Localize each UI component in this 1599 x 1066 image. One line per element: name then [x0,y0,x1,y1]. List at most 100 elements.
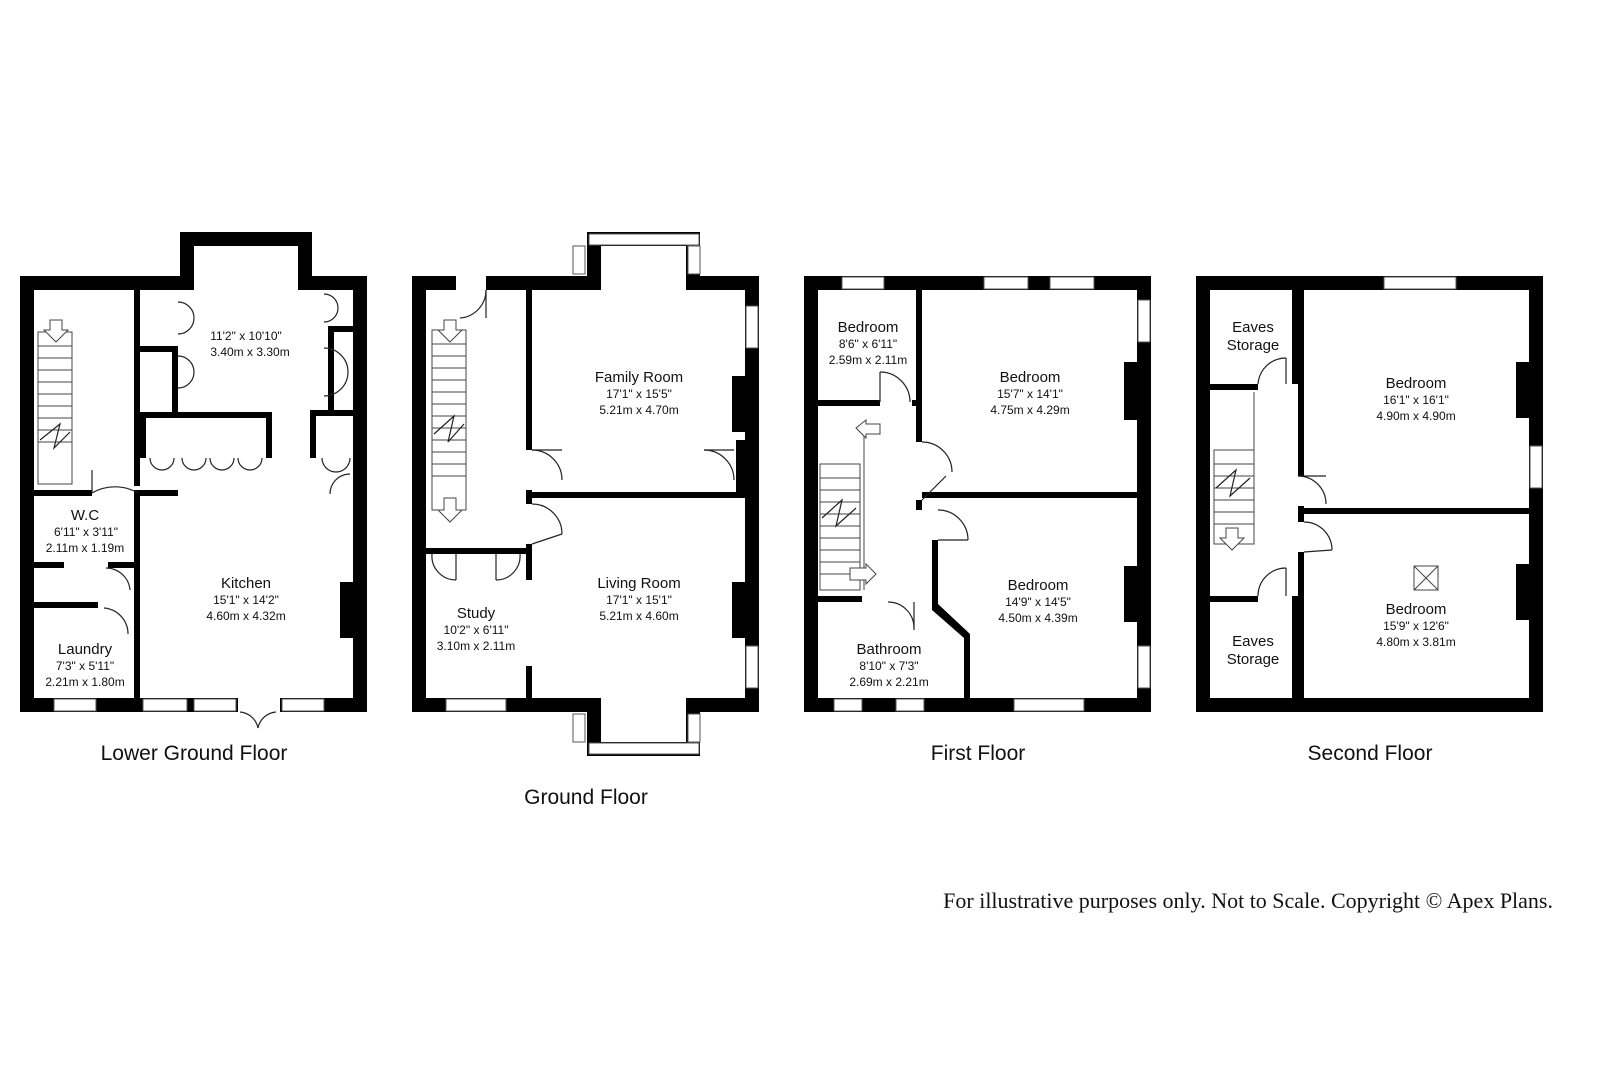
room-dimensions-metric: 4.60m x 4.32m [206,609,285,623]
room-dimensions-imperial: 17'1" x 15'1" [606,593,672,607]
f-window [983,276,1029,290]
room-name: Bedroom [1008,577,1069,594]
g-study-wall [526,666,532,698]
g-cupboard [736,440,745,492]
g-bay-window-side [572,713,586,743]
room-name: Study [457,605,496,622]
g-study-top-wall [426,548,526,554]
room-dimensions-metric: 5.21m x 4.70m [599,403,678,417]
g-hall-wall [526,290,532,450]
lg-pantry-wall-2 [172,352,178,412]
floor-title: Lower Ground Floor [101,742,288,765]
lg-wc-wall [34,562,64,568]
room-dimensions-imperial: 15'9" x 12'6" [1383,619,1449,633]
floor-labels: Lower Ground Floor Ground Floor First Fl… [101,742,1433,809]
lg-cupboard-wall-3 [310,410,353,416]
g-window [745,645,759,689]
lg-utility-wall-3 [266,418,272,458]
lg-chimney-breast [340,582,353,638]
g-hall-wall-2 [526,490,532,504]
g-chimney [732,582,745,638]
lg-window [142,698,188,712]
room-dimensions-imperial: 8'10" x 7'3" [859,659,918,673]
floor-title: Ground Floor [524,786,648,809]
s-eaves-wall-2 [1210,596,1258,602]
s-hall-wall-3 [1298,506,1304,522]
lg-stair-wall [134,290,140,486]
lg-laundry-wall [34,602,98,608]
copyright-disclaimer: For illustrative purposes only. Not to S… [943,888,1553,913]
lg-outer-walls [20,232,367,712]
g-chimney [732,376,745,432]
room-name: Eaves [1232,633,1274,650]
g-front-door [456,276,486,290]
g-bay-window-side [687,245,701,275]
lg-window [281,698,325,712]
s-doors [1257,357,1333,597]
room-dimensions-metric: 2.21m x 1.80m [45,675,124,689]
f-landing-wall-2 [912,400,922,406]
lg-utility-wall-2 [140,418,146,458]
lg-pantry-wall [140,346,178,352]
f-chimney [1124,362,1137,420]
second-floor-plan [1196,276,1543,712]
lg-hall-wall-2 [140,490,178,496]
room-dimensions-imperial: 10'2" x 6'11" [444,623,509,637]
f-bath-wall [818,596,862,602]
room-dimensions-imperial: 16'1" x 16'1" [1383,393,1449,407]
room-dimensions-metric: 3.10m x 2.11m [437,639,515,653]
f-window [1137,645,1151,689]
room-name: Bathroom [856,641,921,658]
room-dimensions-imperial: 17'1" x 15'5" [606,387,672,401]
lower-ground-floor-plan [20,232,367,729]
s-chimney [1516,362,1529,418]
lg-french-door-opening [238,698,280,712]
lg-doors [91,293,351,729]
s-window [1529,445,1543,489]
room-name: Bedroom [1000,369,1061,386]
g-hall-wall-3 [526,544,532,580]
room-name: Family Room [595,369,683,386]
lg-window [53,698,97,712]
s-hall-wall-2 [1298,290,1304,476]
room-labels: 11'2" x 10'10" 3.40m x 3.30m W.C 6'11" x… [45,319,1455,689]
g-window [445,698,507,712]
room-name: Bedroom [838,319,899,336]
lg-wc-wall-2 [108,562,134,568]
room-dimensions-imperial: 11'2" x 10'10" [210,329,282,343]
g-doors [431,289,735,581]
room-dimensions-imperial: 7'3" x 5'11" [56,659,114,673]
s-eaves-wall-3 [1292,596,1298,698]
room-dimensions-metric: 4.90m x 4.90m [1376,409,1455,423]
lg-cupboard-wall [328,326,353,332]
room-name-line-2: Storage [1227,651,1280,668]
f-landing-wall-4 [916,500,922,510]
first-floor-plan [804,276,1151,712]
f-bedroom-wall [916,290,922,402]
s-eaves-wall [1210,384,1258,390]
s-hall-wall-4 [1298,552,1304,698]
room-name: Bedroom [1386,601,1447,618]
room-name: Living Room [597,575,680,592]
room-dimensions-metric: 4.50m x 4.39m [998,611,1077,625]
g-bay-window-side [687,713,701,743]
floor-title: Second Floor [1308,742,1433,765]
room-name: Kitchen [221,575,271,592]
room-dimensions-imperial: 15'7" x 14'1" [997,387,1063,401]
s-chimney [1516,564,1529,620]
room-dimensions-imperial: 6'11" x 3'11" [54,525,118,539]
f-party-wall [922,492,1137,498]
room-name: Bedroom [1386,375,1447,392]
s-party-wall [1304,508,1529,514]
f-landing-wall-3 [916,406,922,442]
lg-cupboard-wall-4 [310,416,316,458]
s-skylight [1413,565,1439,591]
lg-hall-wall [34,490,92,496]
f-bath-wall-angle [932,604,970,698]
g-staircase [431,319,467,523]
f-window [833,698,863,712]
f-window [1049,276,1095,290]
g-bay-window-side [572,245,586,275]
room-dimensions-metric: 5.21m x 4.60m [599,609,678,623]
